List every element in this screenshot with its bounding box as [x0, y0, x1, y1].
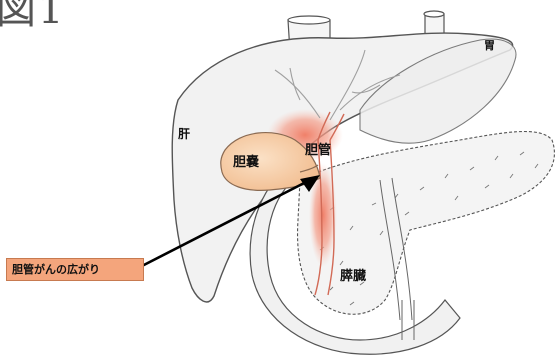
callout-box: 胆管がんの広がり	[6, 258, 144, 281]
stomach-label: 胃	[484, 40, 495, 51]
pancreas-label: 膵臓	[340, 270, 366, 283]
gallbladder-label: 胆嚢	[233, 156, 259, 169]
liver-label: 肝	[178, 128, 190, 140]
bile-duct-label: 胆管	[305, 144, 331, 157]
figure-title: 図1	[0, 0, 65, 30]
